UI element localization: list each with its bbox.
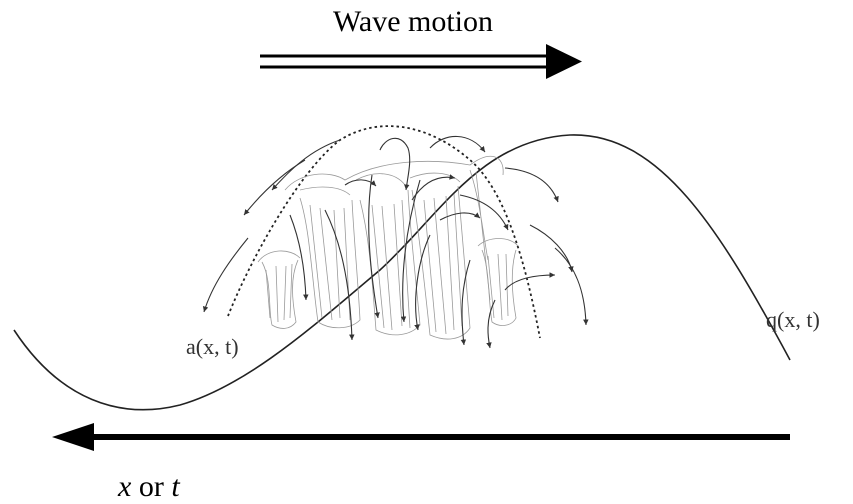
label-surface-elevation: q(x, t) [766,307,820,332]
flow-streamlines [202,135,589,349]
axis-label: x or t [117,470,180,503]
axis-label-x: x [117,470,132,503]
axis-label-or: or [131,470,171,503]
vortex-structures [257,155,519,340]
wave-motion-arrow [260,44,582,79]
axis-arrow [52,423,790,451]
title-wave-motion: Wave motion [333,5,493,38]
label-amplitude-envelope: a(x, t) [186,334,239,359]
surface-elevation-curve [13,134,791,411]
axis-label-t: t [171,470,180,503]
